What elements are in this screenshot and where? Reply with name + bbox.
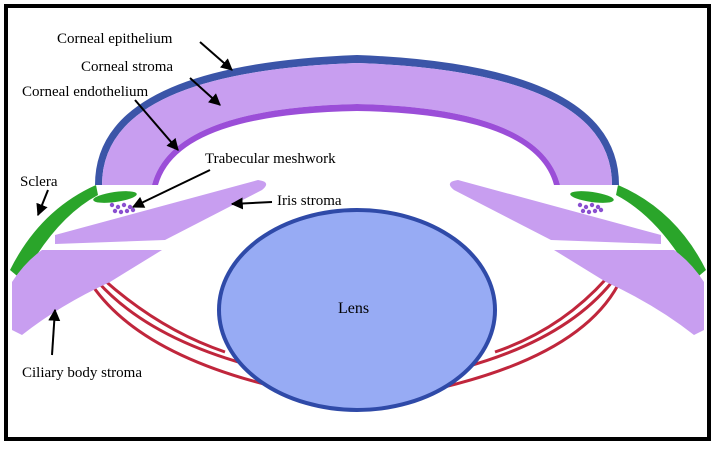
corneal-stroma (102, 63, 612, 185)
iris-stroma-left (55, 180, 267, 244)
trabecular-meshwork-right (577, 202, 604, 215)
label-lens: Lens (338, 300, 369, 317)
arrow-corneal-endothelium (134, 99, 179, 151)
label-arrows (36, 41, 273, 356)
lens (217, 208, 497, 412)
label-corneal-endothelium: Corneal endothelium (22, 84, 149, 100)
label-trabecular-meshwork: Trabecular meshwork (205, 151, 336, 167)
trabecular-ellipse-right (570, 191, 614, 203)
sclera-left (10, 185, 98, 280)
label-iris-stroma: Iris stroma (277, 193, 342, 209)
arrow-sclera (36, 189, 49, 217)
iris-stroma-right (449, 180, 661, 244)
arrow-corneal-epithelium (199, 41, 233, 71)
sclera-right (616, 185, 706, 280)
arrow-ciliary-body-stroma (48, 308, 61, 356)
label-sclera: Sclera (20, 174, 58, 190)
label-corneal-epithelium: Corneal epithelium (57, 31, 173, 47)
arrow-iris-stroma (230, 197, 273, 210)
label-ciliary-body-stroma: Ciliary body stroma (22, 365, 142, 381)
arrow-trabecular-meshwork (131, 169, 211, 208)
label-corneal-stroma: Corneal stroma (81, 59, 173, 75)
trabecular-ellipse-left (93, 191, 137, 203)
arrow-corneal-stroma (189, 77, 221, 106)
ciliary-body-stroma-right (554, 250, 704, 335)
trabecular-meshwork-left (109, 202, 136, 215)
ciliary-zonules (90, 277, 620, 390)
